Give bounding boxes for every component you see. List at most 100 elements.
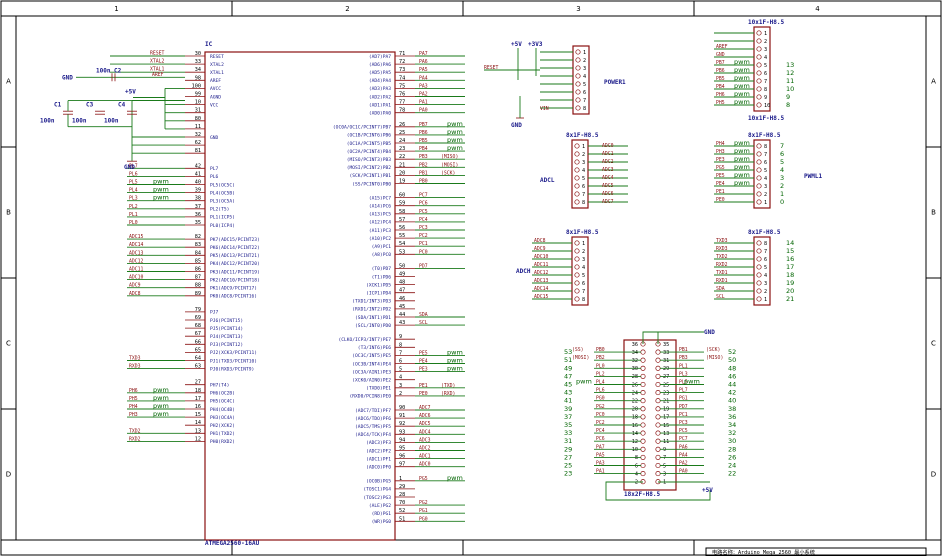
- net-label: ADC13: [534, 278, 549, 284]
- pwm-mark: pwm: [153, 394, 169, 402]
- net-label: ADC7: [419, 405, 431, 411]
- net-label: PA7: [596, 444, 605, 450]
- ic-pin-name: (ADC1)PF1: [366, 456, 391, 462]
- net-label: ADC13: [129, 250, 144, 256]
- header-pin-hole: [756, 199, 762, 205]
- arduino-pin-number: 20: [786, 287, 794, 295]
- ic-pin-number: 25: [399, 130, 405, 136]
- ic-pin-name: PJ1(TXD3/PCINT10): [210, 358, 257, 364]
- ic-pin-name: PL5(OC5C): [210, 182, 235, 188]
- net-label: PH4: [129, 404, 138, 410]
- ic-pin-name: PL1(ICP5): [210, 215, 235, 221]
- net-label: PE5: [419, 350, 428, 356]
- ic-pin-name: (A15)PC7: [369, 195, 391, 201]
- header-pin-hole: [574, 280, 580, 286]
- ic-pin-number: 69: [195, 315, 201, 321]
- header-pin-number: 6: [764, 257, 767, 263]
- header-pin-hole: [574, 264, 580, 270]
- ic-pin-number: 37: [195, 204, 201, 210]
- pwm-mark: pwm: [447, 128, 463, 136]
- net-label: ADC14: [129, 242, 144, 248]
- header-pin-number: 6: [582, 281, 585, 287]
- ic-pin-name: (ADC5/TMS)PF5: [355, 424, 391, 430]
- net-label: PC0: [419, 249, 428, 255]
- ic-pin-name: PL6: [210, 174, 219, 180]
- ic-pin-name: PH4(OC4B): [210, 407, 235, 413]
- header-ref: ADCL: [540, 177, 555, 184]
- net-label: PB3: [679, 355, 688, 361]
- net-label: PC6: [419, 201, 428, 207]
- zone-label-row: D: [6, 471, 11, 479]
- header-pin-number: 6: [764, 160, 767, 166]
- header-pin-number: 5: [764, 168, 767, 174]
- ic-pin-name: (TXD1/INT3)PD3: [352, 299, 391, 305]
- ic-pin-number: 1: [399, 476, 402, 482]
- ic-pin-number: 62: [195, 140, 201, 146]
- header-pin-hole: [574, 151, 580, 157]
- header-pin-hole: [575, 65, 581, 71]
- pin-tag: (SS): [572, 347, 584, 353]
- net-label: PL2: [596, 371, 605, 377]
- arduino-pin-number: 2: [780, 182, 784, 190]
- net-label: PC5: [679, 428, 688, 434]
- pwm-mark: pwm: [153, 386, 169, 394]
- pwml-body: [753, 139, 771, 209]
- arduino-pin-number: 28: [728, 445, 736, 453]
- ic-pin-name: (A12)PC4: [369, 220, 391, 226]
- ic-pin-number: 4: [399, 375, 402, 381]
- header-pin-hole: [574, 143, 580, 149]
- net-label: PG1: [419, 508, 428, 514]
- net-label: PB7: [716, 60, 725, 66]
- header-pin-number: 7: [583, 98, 586, 104]
- ic-pin-number: 13: [195, 428, 201, 434]
- header-pin-hole: [574, 199, 580, 205]
- header-pin-number: 26: [632, 382, 638, 388]
- arduino-pin-number: 5: [780, 158, 784, 166]
- net-label: PL1: [679, 363, 688, 369]
- ic-pin-name: (A13)PC5: [369, 212, 391, 218]
- ic-pin-number: 22: [399, 154, 405, 160]
- arduino-pin-number: 31: [564, 437, 572, 445]
- net-label: ADC11: [129, 267, 144, 273]
- ic-pin-number: 16: [195, 404, 201, 410]
- net-label: PA6: [679, 444, 688, 450]
- header-pin-number: 3: [764, 47, 767, 53]
- zone-label-col: 3: [576, 5, 580, 13]
- ic-pin-name: (RXD0/PCIN8)PE0: [350, 394, 392, 400]
- header-pin-hole: [756, 30, 762, 36]
- ic-pin-number: 33: [195, 59, 201, 65]
- ic-pin-number: 14: [195, 420, 201, 426]
- net-label: PC6: [596, 436, 605, 442]
- header-pin-hole: [574, 248, 580, 254]
- pwm-mark: pwm: [734, 58, 750, 66]
- header-pin-number: 9: [764, 95, 767, 101]
- header-pin-number: 5: [663, 463, 666, 469]
- net-label: PA4: [419, 75, 428, 81]
- net-label: PC2: [419, 233, 428, 239]
- arduino-pin-number: 36: [728, 413, 736, 421]
- arduino-pin-number: 46: [728, 372, 736, 380]
- ic-pin-number: 70: [399, 500, 405, 506]
- header-pin-number: 4: [764, 273, 767, 279]
- net-label: PL6: [596, 388, 605, 394]
- net-label: GND: [716, 52, 725, 58]
- ic-pin-number: 12: [195, 436, 201, 442]
- net-label: PG0: [596, 396, 605, 402]
- pin-tag: (MISO): [706, 355, 723, 361]
- cap-ref: C2: [114, 67, 122, 74]
- header-pin-hole: [756, 78, 762, 84]
- arduino-pin-number: 35: [564, 421, 572, 429]
- header-pin-hole: [756, 264, 762, 270]
- arduino-pin-number: 7: [780, 142, 784, 150]
- net-label: ADC9: [534, 246, 546, 252]
- pwm-mark: pwm: [153, 186, 169, 194]
- header-pin-number: 2: [764, 39, 767, 45]
- ic-pin-number: 15: [195, 412, 201, 418]
- header-pin-number: 8: [582, 200, 585, 206]
- ic-pin-number: 82: [195, 234, 201, 240]
- arduino-pin-number: 42: [728, 389, 736, 397]
- net-label: PC4: [596, 428, 605, 434]
- net-label: PL6: [129, 171, 138, 177]
- ic-pin-number: 58: [399, 209, 405, 215]
- net-label: PB0: [596, 347, 605, 353]
